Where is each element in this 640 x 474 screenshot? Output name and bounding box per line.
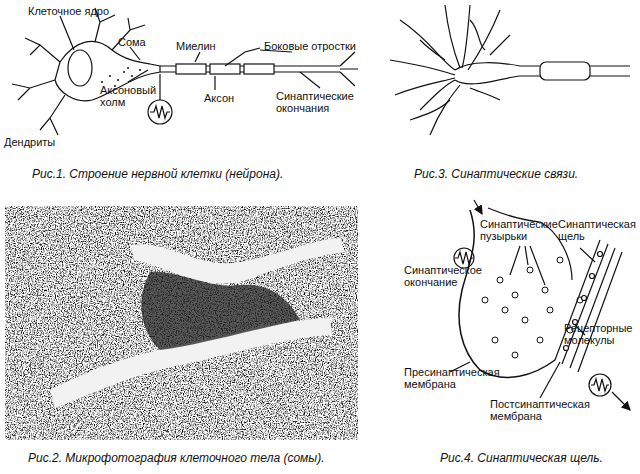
- part-label: Синаптические пузырьки: [480, 218, 560, 242]
- figure-caption: Рис.1. Строение нервной клетки (нейрона)…: [32, 168, 283, 180]
- part-label: Аксоновый холм: [100, 84, 162, 108]
- part-label: Миелин: [176, 40, 216, 52]
- figure-caption: Рис.3. Синаптические связи.: [414, 168, 578, 180]
- part-label: Дендриты: [4, 136, 55, 148]
- part-label: Синаптическая щель: [558, 218, 636, 242]
- figure-caption: Рис.2. Микрофотография клеточного тела (…: [28, 452, 324, 464]
- part-label: Постсинаптическая мембрана: [490, 398, 618, 422]
- part-label: Рецепторные молекулы: [564, 322, 636, 346]
- part-label: Синаптическое окончание: [404, 264, 452, 288]
- part-label: Синаптические окончания: [276, 90, 366, 114]
- part-label: Сома: [118, 36, 146, 48]
- part-label: Аксон: [204, 92, 234, 104]
- part-label: Клеточное ядро: [28, 5, 109, 17]
- part-label: Пресинаптическая мембрана: [404, 366, 484, 390]
- part-label: Боковые отростки: [264, 40, 356, 52]
- figure-caption: Рис.4. Синаптическая щель.: [440, 452, 603, 464]
